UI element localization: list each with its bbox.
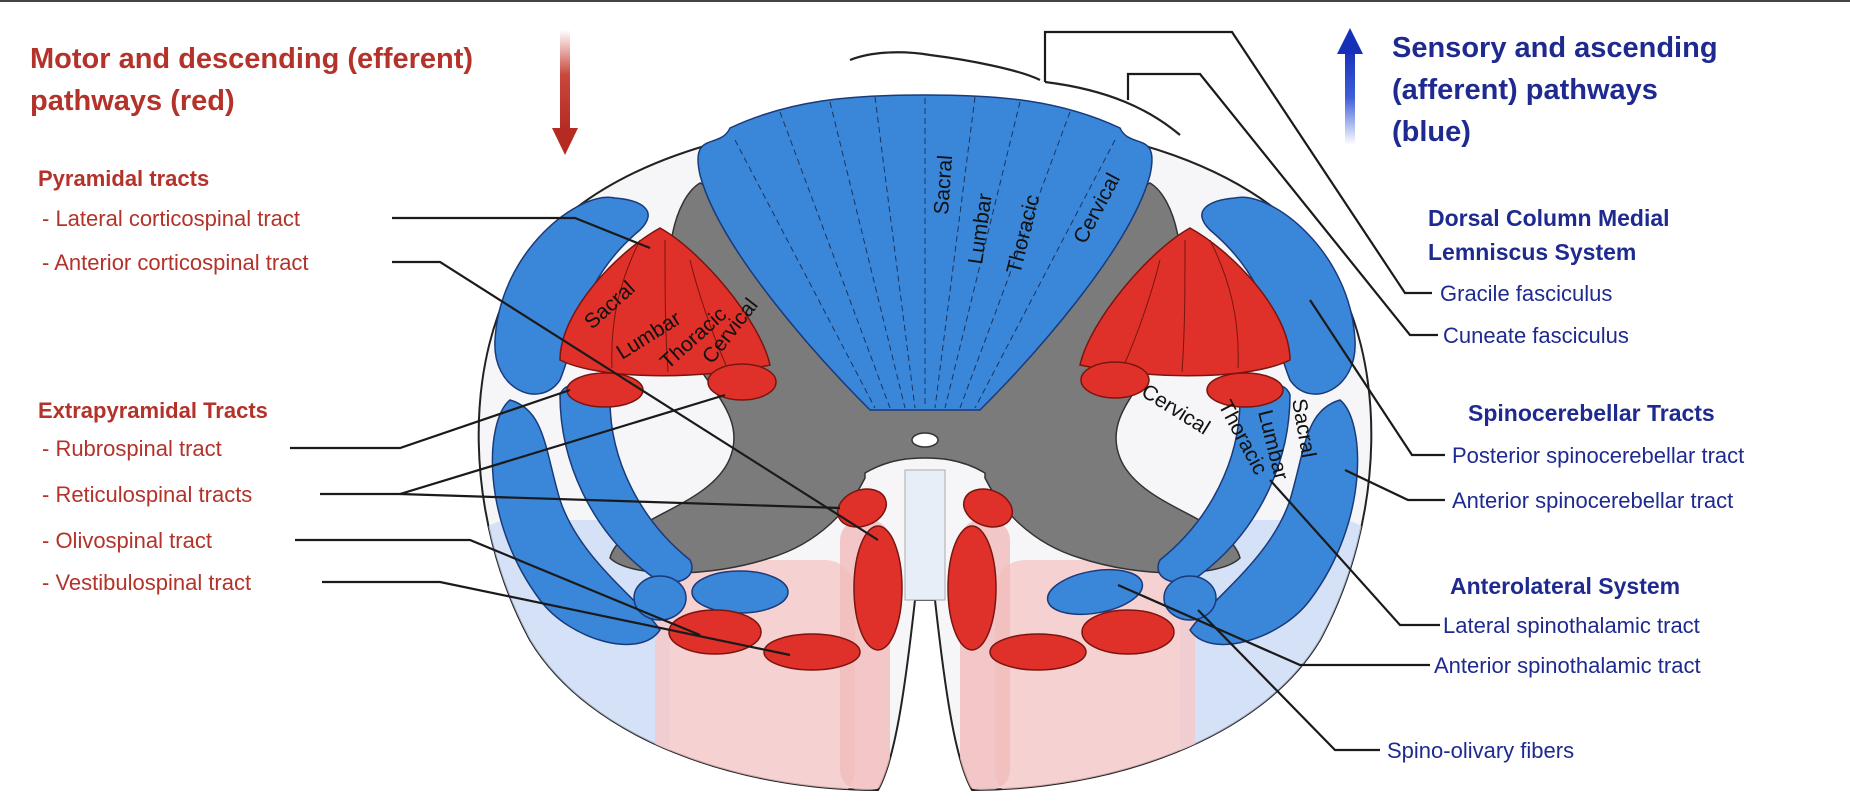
right-reticulospinal-medial bbox=[962, 488, 1014, 528]
right-anterior-corticospinal bbox=[947, 525, 997, 651]
dorsal-column-heading-line2: Lemniscus System bbox=[1428, 239, 1636, 265]
motor-title-line1: Motor and descending (efferent) bbox=[30, 43, 473, 75]
extrapyramidal-group: Extrapyramidal Tracts - Rubrospinal trac… bbox=[38, 398, 268, 595]
left-reticulospinal-medial bbox=[836, 488, 888, 528]
leader-lateral-spinothalamic bbox=[1269, 479, 1440, 627]
descending-arrow-head bbox=[552, 128, 578, 155]
central-canal bbox=[911, 432, 939, 448]
extrapyramidal-heading: Extrapyramidal Tracts bbox=[38, 398, 268, 423]
left-anterior-spinothalamic bbox=[691, 570, 789, 614]
dorsal-segment-sacral: Sacral bbox=[930, 154, 957, 215]
ascending-arrow-shaft bbox=[1345, 50, 1355, 145]
pyramidal-group: Pyramidal tracts - Lateral corticospinal… bbox=[38, 166, 309, 275]
anterior-corticospinal-label: - Anterior corticospinal tract bbox=[42, 250, 309, 275]
left-reticulospinal-upper bbox=[707, 363, 777, 401]
leader-posterior-spinocerebellar bbox=[1309, 299, 1445, 457]
right-posterior-spinocerebellar bbox=[1201, 196, 1356, 395]
leader-anterior-spinocerebellar bbox=[1344, 469, 1445, 502]
motor-title-line2: pathways (red) bbox=[30, 85, 235, 117]
descending-arrow-shaft bbox=[560, 30, 570, 130]
anterior-spinothalamic-label: Anterior spinothalamic tract bbox=[1434, 653, 1701, 678]
rubrospinal-label: - Rubrospinal tract bbox=[42, 436, 222, 461]
left-anterior-spinocerebellar bbox=[491, 399, 661, 646]
vestibulospinal-label: - Vestibulospinal tract bbox=[42, 570, 251, 595]
spinocerebellar-group: Spinocerebellar Tracts Posterior spinoce… bbox=[1452, 400, 1744, 513]
leader-lines bbox=[290, 30, 1445, 752]
gracile-label: Gracile fasciculus bbox=[1440, 281, 1612, 306]
lateral-corticospinal-label: - Lateral corticospinal tract bbox=[42, 206, 300, 231]
sensory-title-line1: Sensory and ascending bbox=[1392, 32, 1718, 64]
sensory-title-line2: (afferent) pathways bbox=[1392, 74, 1658, 106]
left-corticospinal-segment-lines bbox=[611, 239, 729, 373]
lateral-spinothalamic-label: Lateral spinothalamic tract bbox=[1443, 613, 1700, 638]
spinal-cord-cross-section: Sacral Lumbar Thoracic Cervical Sacral L… bbox=[477, 51, 1373, 792]
leader-anterior-corticospinal bbox=[392, 260, 879, 541]
left-olivospinal bbox=[668, 609, 762, 655]
ascending-arrow-head bbox=[1337, 28, 1363, 54]
left-spino-olivary bbox=[633, 575, 687, 621]
leader-olivospinal bbox=[295, 538, 701, 637]
posterior-spinocerebellar-label: Posterior spinocerebellar tract bbox=[1452, 443, 1744, 468]
left-vestibulospinal bbox=[763, 633, 861, 671]
motor-title: Motor and descending (efferent) pathways… bbox=[30, 43, 473, 117]
left-anterior-corticospinal bbox=[853, 525, 903, 651]
leader-anterior-spinothalamic bbox=[1117, 583, 1430, 667]
leader-cuneate bbox=[1126, 72, 1438, 337]
dorsal-root-arc-right bbox=[1044, 80, 1181, 136]
anterolateral-heading: Anterolateral System bbox=[1450, 573, 1680, 599]
dorsal-root-arc-left-2 bbox=[849, 51, 931, 62]
left-rubrospinal bbox=[566, 372, 644, 408]
right-olivospinal bbox=[1081, 609, 1175, 655]
cuneate-label: Cuneate fasciculus bbox=[1443, 323, 1629, 348]
dorsal-column-heading-line1: Dorsal Column Medial bbox=[1428, 205, 1670, 231]
spino-olivary-label: Spino-olivary fibers bbox=[1387, 738, 1574, 763]
right-corticospinal-segment-lines bbox=[1121, 239, 1239, 373]
dorsal-segment-lines bbox=[734, 96, 1116, 409]
right-spino-olivary bbox=[1163, 575, 1217, 621]
olivospinal-label: - Olivospinal tract bbox=[42, 528, 212, 553]
spinocerebellar-heading: Spinocerebellar Tracts bbox=[1468, 400, 1715, 426]
leader-rubrospinal bbox=[290, 388, 571, 450]
right-reticulospinal-upper bbox=[1080, 361, 1150, 399]
spino-olivary-group: Spino-olivary fibers bbox=[1387, 738, 1574, 763]
pyramidal-heading: Pyramidal tracts bbox=[38, 166, 209, 191]
leader-lateral-corticospinal bbox=[392, 216, 651, 250]
right-vestibulospinal bbox=[989, 633, 1087, 671]
dorsal-column-group: Dorsal Column Medial Lemniscus System Gr… bbox=[1428, 205, 1670, 348]
dorsal-root-arc-left bbox=[929, 53, 1041, 81]
right-rubrospinal bbox=[1206, 372, 1284, 408]
descending-arrow bbox=[552, 30, 578, 155]
left-posterior-spinocerebellar bbox=[494, 196, 649, 395]
anterolateral-group: Anterolateral System Lateral spinothalam… bbox=[1434, 573, 1701, 678]
anterior-spinocerebellar-label: Anterior spinocerebellar tract bbox=[1452, 488, 1733, 513]
reticulospinal-label: - Reticulospinal tracts bbox=[42, 482, 252, 507]
sensory-title-line3: (blue) bbox=[1392, 116, 1471, 148]
leader-reticulospinal-2 bbox=[399, 492, 841, 510]
anterior-median-fissure bbox=[904, 469, 946, 601]
right-lateral-spinothalamic bbox=[1046, 568, 1144, 616]
leader-gracile bbox=[1043, 30, 1432, 295]
ascending-arrow bbox=[1337, 28, 1363, 145]
sensory-title: Sensory and ascending (afferent) pathway… bbox=[1392, 32, 1718, 148]
right-anterior-spinocerebellar bbox=[1189, 399, 1359, 646]
leader-vestibulospinal bbox=[322, 580, 791, 657]
leader-spino-olivary bbox=[1197, 609, 1380, 752]
